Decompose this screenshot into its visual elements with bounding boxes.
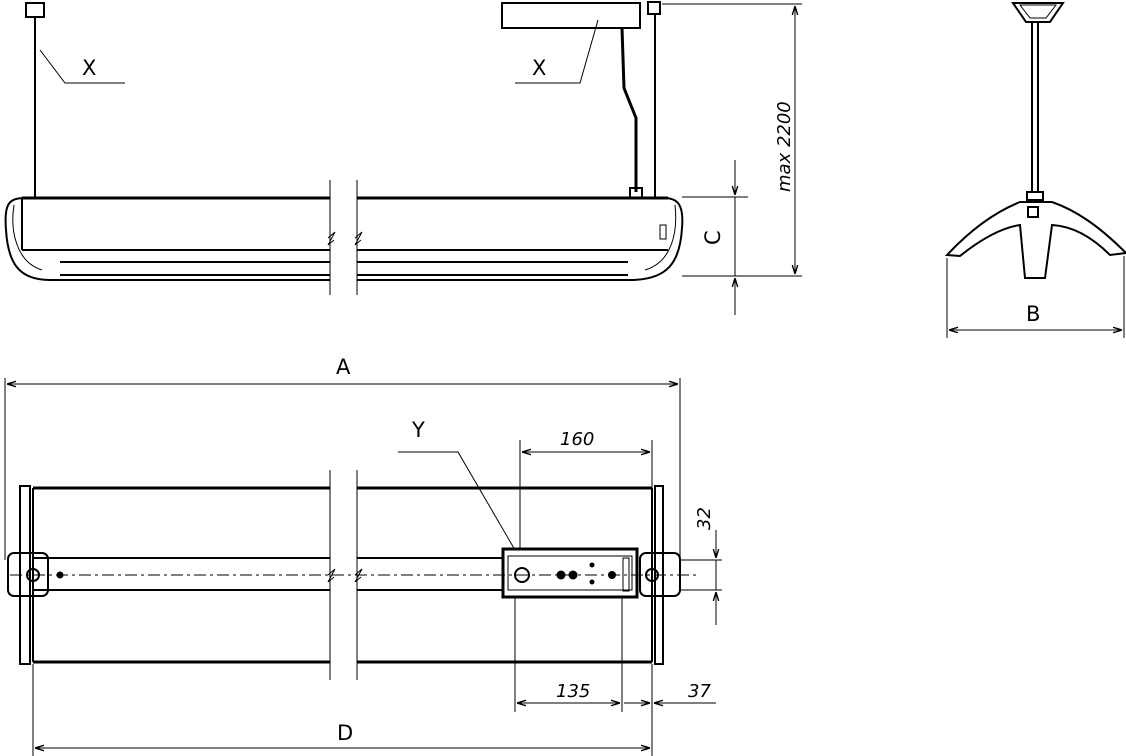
label-c: C [701,230,725,245]
label-y: Y [411,418,425,442]
label-x-left: X [82,56,96,80]
end-view: B [944,2,1126,338]
ceiling-canopy-right [647,1,661,15]
label-d: D [337,721,353,745]
end-view-reflector [944,201,1126,279]
label-135: 135 [556,681,590,702]
end-caps-outline [4,197,684,281]
label-b: B [1026,302,1040,326]
plan-view: A 160 Y 32 135 37 D [4,355,722,756]
mounting-bracket-left [7,552,49,597]
label-37: 37 [688,681,711,702]
ceiling-canopy-left [25,2,45,18]
label-160: 160 [560,429,594,450]
leader-y [398,451,516,551]
side-elevation-view: X X max 2200 C [4,1,802,315]
leader-x-right [515,19,599,84]
leader-x-left [39,49,125,84]
ceiling-canopy-box [501,2,641,29]
power-cable [620,27,638,192]
label-a: A [336,355,351,379]
label-max-height: max 2200 [774,101,795,192]
ceiling-bracket-y [501,547,639,599]
label-32: 32 [694,507,715,530]
end-view-canopy [1011,2,1065,23]
label-x-right: X [532,56,546,80]
